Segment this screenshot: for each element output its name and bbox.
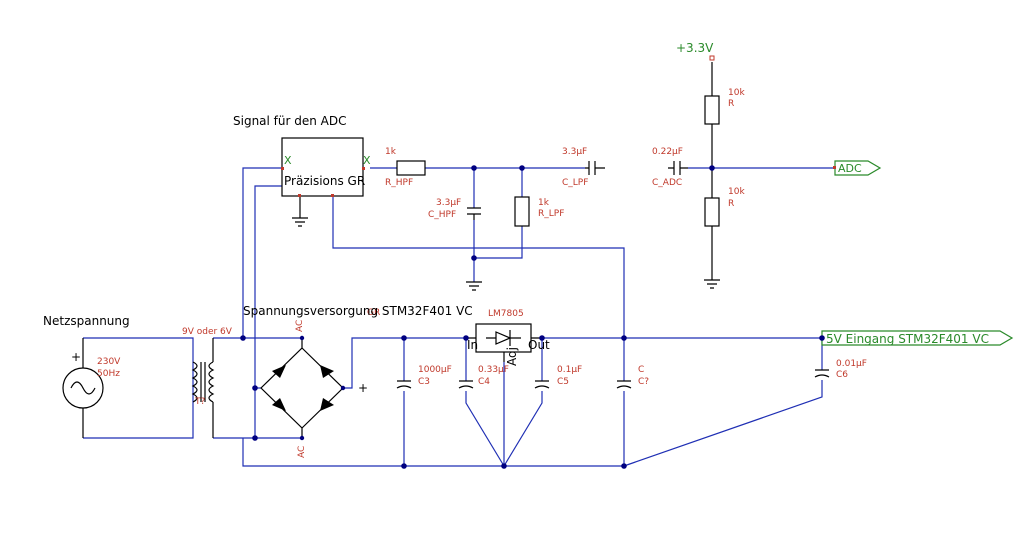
svg-text:AC: AC [297, 446, 307, 458]
svg-text:1000µF: 1000µF [418, 365, 452, 375]
regulator-lm7805: LM7805 In Out Adj [466, 309, 550, 366]
svg-text:+: + [71, 350, 81, 364]
svg-text:C5: C5 [557, 377, 569, 387]
capacitor-c4: 0.33µF C4 [458, 365, 509, 389]
junction-dots [240, 165, 825, 469]
svg-text:50Hz: 50Hz [97, 369, 120, 379]
wires [83, 167, 835, 467]
resistor-r-top: 10k R [704, 88, 745, 168]
transformer: 9V oder 6V T? [182, 327, 233, 438]
svg-text:3.3µF: 3.3µF [562, 147, 587, 157]
capacitor-c6: 0.01µF C6 [814, 359, 867, 380]
capacitor-c3: 1000µF C3 [396, 365, 452, 389]
svg-text:R_HPF: R_HPF [385, 178, 413, 188]
svg-text:C?: C? [638, 377, 649, 387]
svg-text:0.22µF: 0.22µF [652, 147, 683, 157]
svg-text:AC: AC [295, 320, 305, 332]
vcc-supply: +3.3V [676, 41, 715, 96]
capacitor-c-unknown: C C? [616, 365, 649, 389]
svg-text:+: + [358, 381, 368, 395]
svg-text:0.01µF: 0.01µF [836, 359, 867, 369]
svg-text:R: R [728, 199, 734, 209]
svg-text:C: C [638, 365, 644, 375]
svg-text:10k: 10k [728, 88, 745, 98]
pgr-name: Präzisions GR [284, 174, 365, 188]
svg-text:C_LPF: C_LPF [562, 178, 588, 188]
netz-title: Netzspannung [43, 314, 130, 328]
pgr-in-pin: X [284, 154, 292, 167]
svg-text:C4: C4 [478, 377, 490, 387]
signal-title: Signal für den ADC [233, 114, 347, 128]
capacitor-c-adc: 0.22µF C_ADC [652, 147, 688, 188]
net-tag-adc: ADC [833, 160, 882, 176]
svg-text:C6: C6 [836, 370, 848, 380]
precision-rectifier: X X Präzisions GR [281, 137, 371, 197]
svg-text:1k: 1k [538, 198, 550, 208]
svg-text:0.1µF: 0.1µF [557, 365, 582, 375]
svg-text:0.33µF: 0.33µF [478, 365, 509, 375]
svg-text:In: In [467, 338, 478, 352]
svg-text:LM7805: LM7805 [488, 309, 524, 319]
svg-text:9V oder 6V: 9V oder 6V [182, 327, 233, 337]
svg-text:Out: Out [528, 338, 550, 352]
resistor-r-bottom: 10k R [704, 168, 745, 227]
v5-net-label: 5V Eingang STM32F401 VC [826, 332, 989, 346]
adc-net-label: ADC [838, 162, 862, 175]
svg-text:C_ADC: C_ADC [652, 178, 682, 188]
resistor-r-hpf: 1k R_HPF [385, 147, 426, 188]
vcc-label: +3.3V [676, 41, 714, 55]
svg-text:T?: T? [194, 397, 205, 407]
capacitor-c-hpf: 3.3µF C_HPF [428, 198, 481, 220]
capacitor-c5: 0.1µF C5 [534, 365, 582, 389]
svg-text:C3: C3 [418, 377, 430, 387]
svg-text:GR: GR [367, 308, 380, 318]
svg-text:C_HPF: C_HPF [428, 210, 456, 220]
svg-text:R: R [728, 99, 734, 109]
resistor-r-lpf: 1k R_LPF [514, 196, 564, 227]
pgr-out-pin: X [363, 154, 371, 167]
supply-title: Spannungsversorgung STM32F401 VC [243, 304, 473, 318]
svg-text:1k: 1k [385, 147, 397, 157]
ac-source: + 230V 50Hz [62, 338, 121, 438]
svg-text:R_LPF: R_LPF [538, 209, 564, 219]
net-tag-5v: 5V Eingang STM32F401 VC [821, 330, 1014, 346]
svg-text:Adj: Adj [505, 347, 519, 366]
svg-text:3.3µF: 3.3µF [436, 198, 461, 208]
svg-text:230V: 230V [97, 357, 121, 367]
capacitor-c-lpf: 3.3µF C_LPF [562, 147, 605, 188]
svg-text:10k: 10k [728, 187, 745, 197]
bridge-rectifier: AC AC + GR [260, 308, 380, 458]
ground-symbols [292, 196, 720, 291]
